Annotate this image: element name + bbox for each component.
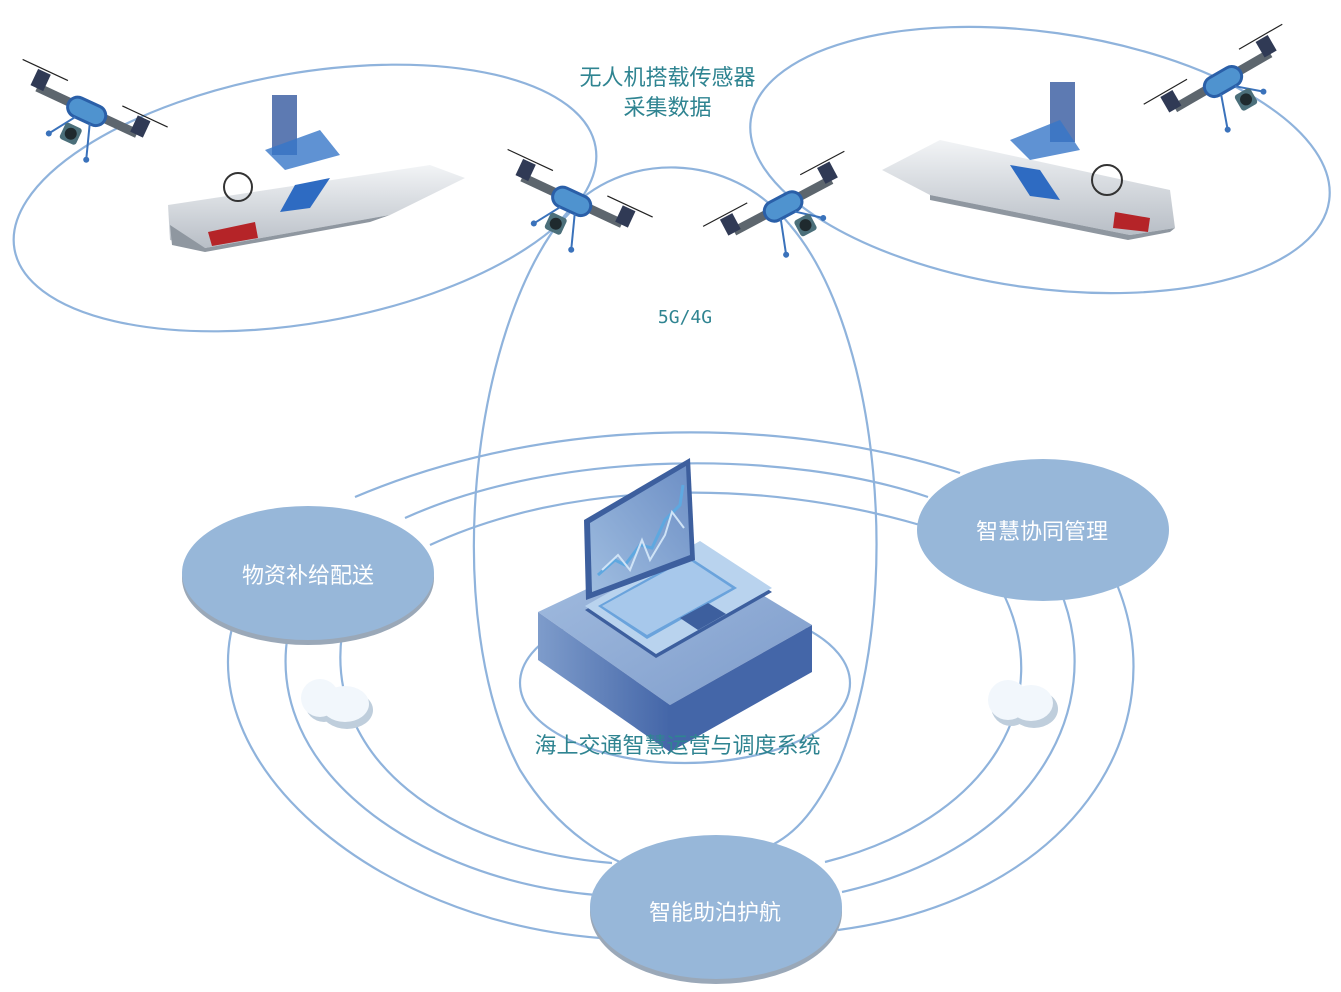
link-supply-berthing-2 xyxy=(284,627,597,897)
link-drone-right-to-berthing xyxy=(759,224,878,852)
laptop-icon xyxy=(538,458,812,752)
link-supply-collab-2 xyxy=(404,462,929,520)
cloud-left-icon xyxy=(301,679,373,729)
link-collab-berthing-1 xyxy=(824,586,1023,864)
link-supply-collab-1 xyxy=(354,431,961,499)
link-supply-berthing-1 xyxy=(227,616,601,940)
drone-top-left-icon xyxy=(22,58,168,163)
node-berthing-shape xyxy=(590,835,842,984)
link-collab-berthing-3 xyxy=(837,579,1135,932)
drone-center-left-icon xyxy=(507,148,653,253)
link-drones-arc xyxy=(564,166,791,226)
top-caption-line2: 采集数据 xyxy=(623,96,712,121)
node-supply-label: 物资补给配送 xyxy=(241,564,374,589)
top-caption: 无人机搭载传感器 采集数据 xyxy=(540,64,795,124)
boat-right-icon xyxy=(882,82,1175,240)
center-system-label: 海上交通智慧运营与调度系统 xyxy=(534,734,821,759)
orbit-left-boat xyxy=(12,63,598,333)
node-collab-shape xyxy=(917,459,1169,601)
network-label: 5G/4G xyxy=(657,307,713,328)
cloud-right-icon xyxy=(988,680,1058,728)
link-drone-left-to-berthing xyxy=(472,214,641,872)
node-collab-label: 智慧协同管理 xyxy=(975,520,1108,545)
node-supply-shape xyxy=(182,506,434,645)
drone-top-right-icon xyxy=(1143,23,1283,133)
link-collab-berthing-2 xyxy=(841,589,1076,894)
top-caption-line1: 无人机搭载传感器 xyxy=(579,66,756,91)
orbit-right-boat xyxy=(749,25,1331,295)
drone-center-right-icon xyxy=(702,150,845,258)
connection-lines xyxy=(12,25,1331,940)
link-supply-berthing-3 xyxy=(339,626,613,865)
node-berthing-label: 智能助泊护航 xyxy=(648,901,781,926)
boat-left-icon xyxy=(168,95,465,252)
